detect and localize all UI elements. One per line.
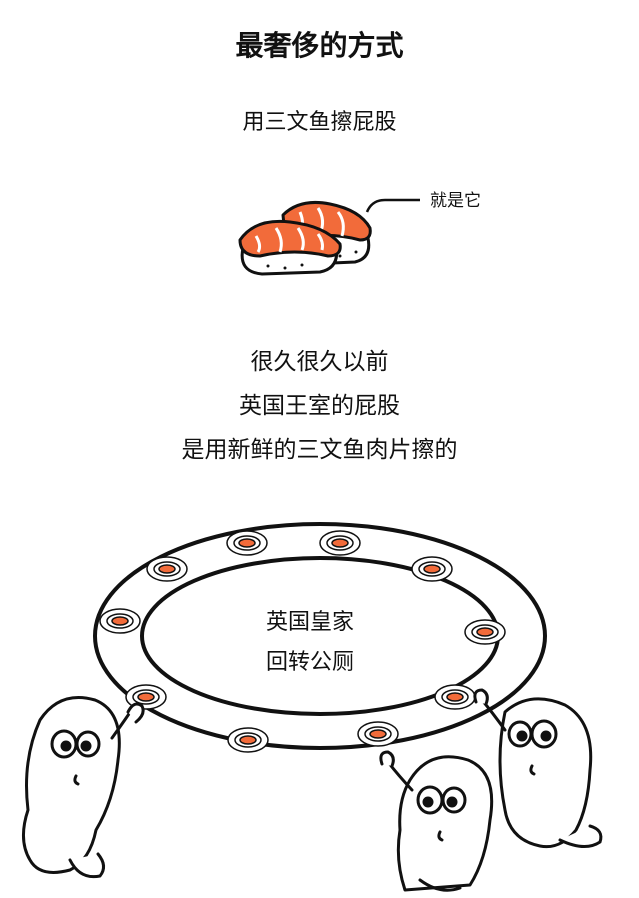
callout-pointer: [365, 198, 420, 213]
sushi-illustration: [238, 200, 372, 276]
salmon-plate: [464, 619, 506, 645]
salmon-plate: [319, 530, 361, 556]
salmon-plate: [411, 556, 453, 582]
middle-creature: [379, 750, 494, 892]
story-text: 很久很久以前 英国王室的屁股 是用新鲜的三文鱼肉片擦的: [0, 340, 639, 472]
left-creature: [22, 696, 145, 879]
page-title: 最奢侈的方式: [235, 29, 404, 62]
story-line: 英国王室的屁股: [239, 393, 400, 419]
salmon-plate: [227, 727, 269, 753]
salmon-plate: [357, 721, 399, 747]
salmon-plate: [226, 530, 268, 556]
salmon-plate: [146, 556, 188, 582]
toilet-label: 英国皇家 回转公厕: [220, 603, 400, 683]
subtitle: 用三文鱼擦屁股: [242, 110, 397, 135]
salmon-plate: [434, 684, 476, 710]
story-line: 是用新鲜的三文鱼肉片擦的: [181, 437, 458, 463]
right-creature: [473, 688, 603, 849]
salmon-plates: [99, 530, 506, 753]
salmon-plate: [99, 608, 141, 634]
story-line: 很久很久以前: [250, 349, 389, 375]
toilet-label-line: 英国皇家: [265, 610, 354, 635]
toilet-label-line: 回转公厕: [265, 650, 354, 675]
callout-label: 就是它: [430, 191, 481, 211]
